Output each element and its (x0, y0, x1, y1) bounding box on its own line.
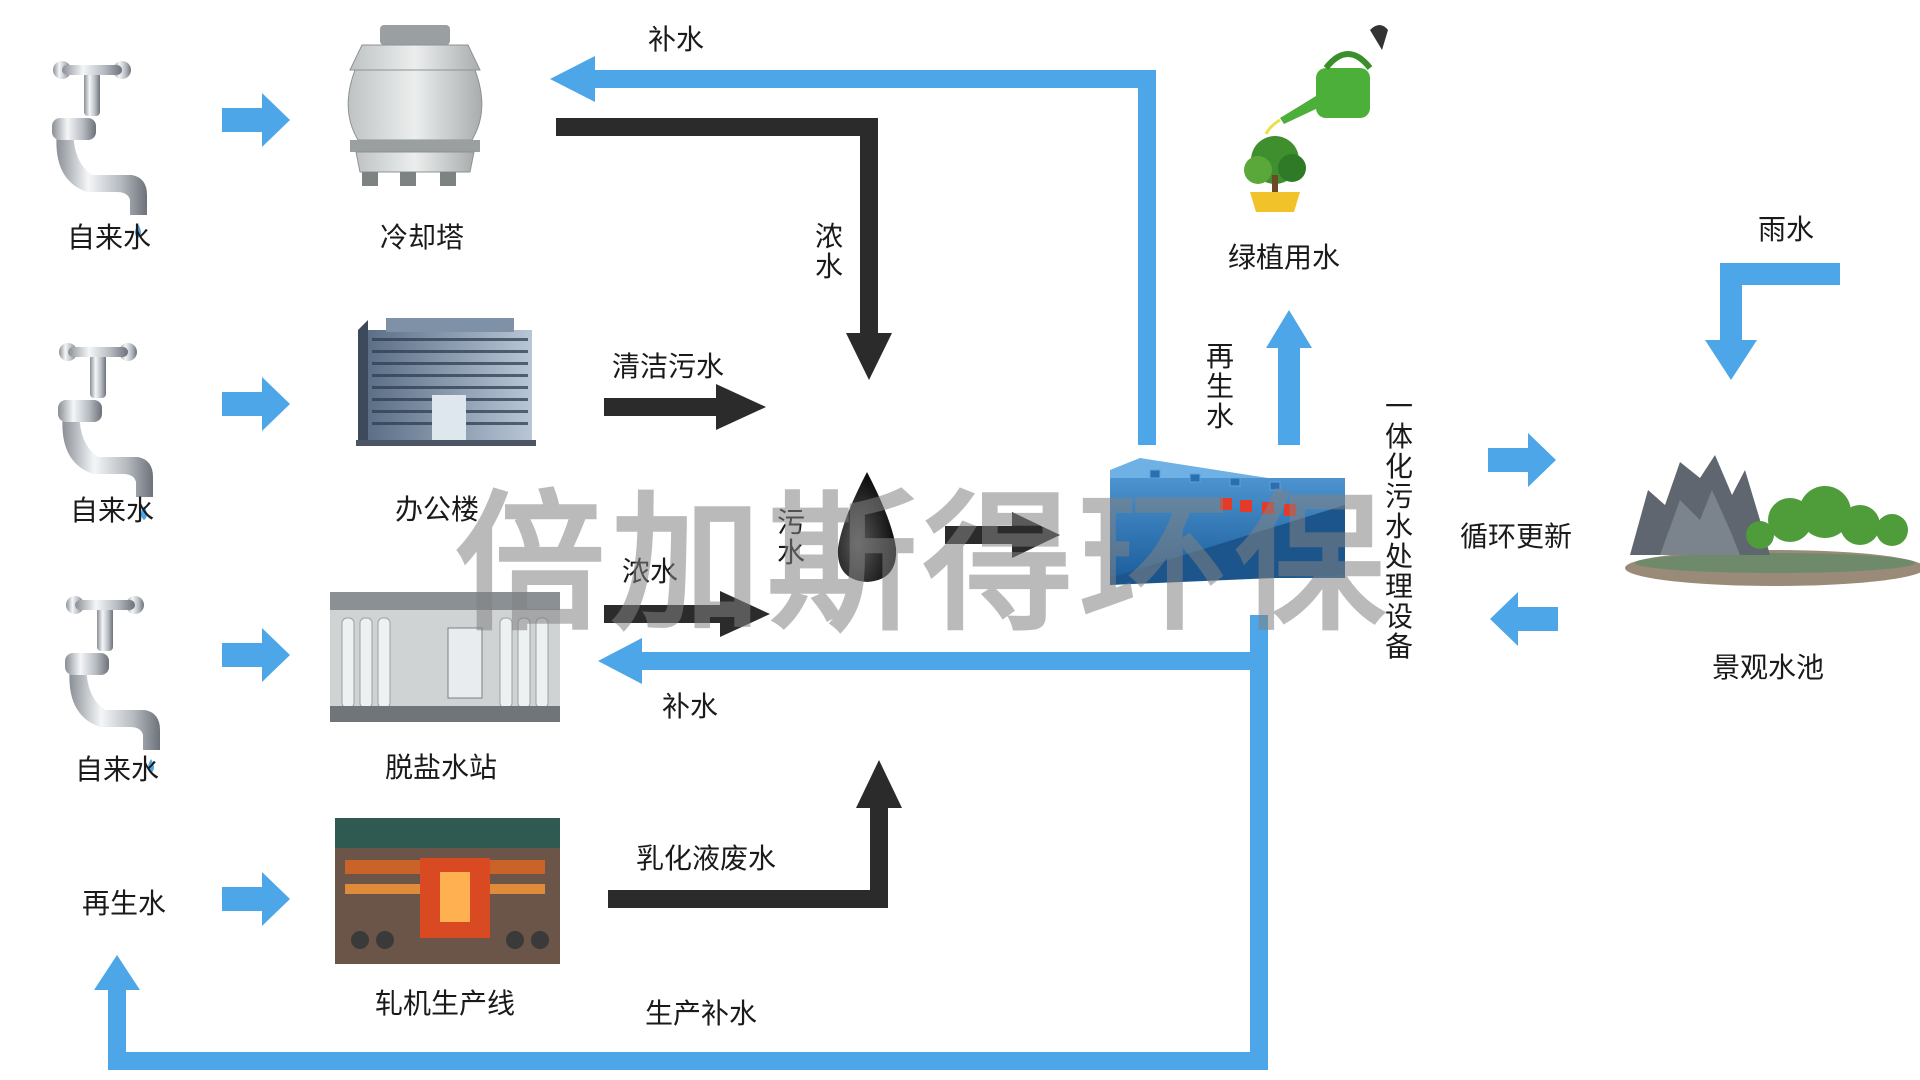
node-cooling-tower: 冷却塔 (380, 221, 465, 254)
recycle-bottom-vertical (108, 985, 126, 1070)
clean-sewage-arrowhead (716, 384, 766, 430)
node-tap-2: 自来水 (70, 494, 155, 527)
edge-makeup-mid: 补水 (662, 690, 719, 723)
edge-emulsion: 乳化液废水 (636, 842, 777, 875)
rain-vertical (1720, 263, 1742, 345)
edge-concentrate-mid: 浓水 (622, 555, 679, 588)
recycle-bottom-arrowhead (94, 955, 140, 990)
edge-clean-sewage: 清洁污水 (612, 350, 725, 383)
watermark: 倍加斯得环保 (455, 478, 1392, 652)
concentrate-top-arrowhead (846, 333, 892, 380)
rolling-mill-icon (335, 818, 560, 964)
edge-circulation: 循环更新 (1460, 520, 1573, 553)
waste-lines (556, 118, 1060, 908)
arrow-reclaimed (222, 872, 290, 926)
node-tap-3: 自来水 (75, 753, 160, 786)
node-tap-1: 自来水 (67, 221, 152, 254)
node-reclaimed-in: 再生水 (82, 887, 167, 920)
sewage-to-tank-shaft (945, 526, 1015, 544)
desalination-station-icon (330, 592, 560, 722)
recycle-lines (94, 56, 1840, 1070)
node-desalination: 脱盐水站 (385, 751, 498, 784)
arrow-from-pond (1490, 592, 1558, 646)
edge-production-makeup: 生产补水 (645, 997, 758, 1030)
edge-sewage: 污水 (776, 506, 805, 569)
cooling-tower-icon (347, 25, 483, 186)
landscape-pond-icon (1625, 455, 1920, 586)
recycle-mid-arrowhead (598, 638, 642, 684)
concentrate-top-horizontal (556, 118, 878, 136)
recycle-top-vertical (1138, 70, 1156, 445)
office-building-icon (356, 318, 536, 446)
watering-can-icon (1264, 25, 1388, 135)
rain-horizontal (1720, 263, 1840, 285)
reclaimed-up-shaft (1278, 345, 1300, 445)
node-pond: 景观水池 (1712, 651, 1825, 684)
emulsion-vertical (870, 805, 888, 908)
block-arrows (222, 93, 1558, 926)
edge-reclaimed-up: 再生水 (1205, 340, 1234, 433)
sewage-droplet-icon (837, 472, 897, 582)
recycle-top-horizontal (590, 70, 1156, 88)
node-office: 办公楼 (395, 493, 480, 526)
node-rolling-mill: 轧机生产线 (375, 987, 516, 1020)
node-rain: 雨水 (1758, 213, 1815, 246)
potted-plant-icon (1244, 136, 1306, 212)
arrow-to-pond (1488, 433, 1556, 487)
faucet-icon-1 (52, 61, 147, 238)
reclaimed-up-arrowhead (1266, 310, 1312, 348)
recycle-mid-horizontal (640, 652, 1268, 670)
node-treatment-unit: 一体化污水处理设备 (1384, 390, 1413, 663)
arrow-tap1 (222, 93, 290, 147)
concentrate-mid-arrowhead (720, 591, 770, 637)
emulsion-horizontal (608, 890, 888, 908)
emulsion-arrowhead (856, 760, 902, 808)
recycle-top-arrowhead (550, 56, 595, 102)
arrow-tap2 (222, 377, 290, 431)
edge-makeup-top: 补水 (648, 23, 705, 56)
faucet-icon-3 (65, 596, 160, 773)
concentrate-top-vertical (860, 118, 878, 338)
sewage-to-tank-arrowhead (1012, 512, 1060, 558)
rain-arrowhead (1705, 340, 1757, 380)
concentrate-mid-shaft (604, 605, 724, 623)
recycle-mid-vertical (1250, 615, 1268, 1070)
treatment-tank-icon (1110, 458, 1345, 585)
recycle-bottom-horizontal (108, 1052, 1268, 1070)
node-greening: 绿植用水 (1228, 241, 1341, 274)
arrow-tap3 (222, 628, 290, 682)
edge-concentrate-top: 浓水 (814, 220, 843, 283)
clean-sewage-shaft (604, 398, 719, 416)
